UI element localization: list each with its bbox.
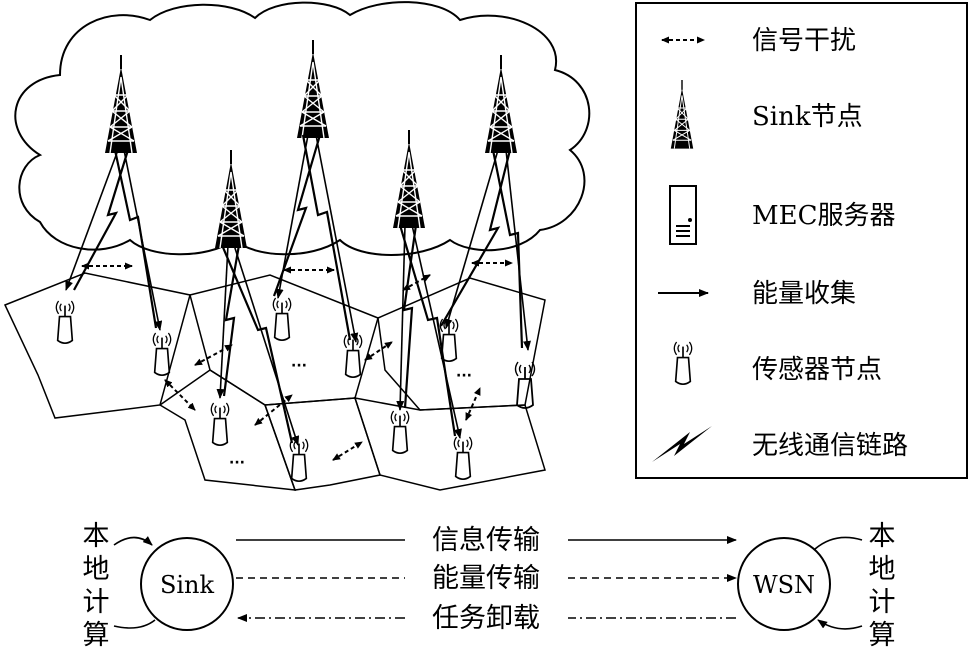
wsn-label: WSN (753, 571, 815, 599)
loop-arrow (814, 536, 863, 550)
legend-item-wireless: 无线通信链路 (652, 426, 908, 462)
legend: 信号干扰 Sink节点 MEC服务器 能量收集 传感器节点 无线通 (635, 2, 968, 479)
sensor-icon (55, 300, 75, 344)
wireless-links (73, 134, 524, 444)
ellipsis: ··· (291, 358, 307, 374)
legend-label: 传感器节点 (752, 355, 882, 385)
legend-item-interference: 信号干扰 (661, 26, 856, 56)
sensor-icon (152, 332, 172, 376)
sensor-icon (289, 438, 309, 482)
legend-label: MEC服务器 (752, 201, 896, 231)
legend-label: 无线通信链路 (752, 431, 908, 461)
wsn-node (737, 537, 831, 631)
local-compute-char: 计 (869, 587, 896, 618)
legend-item-sink: Sink节点 (669, 80, 863, 150)
interference-arrows (81, 259, 513, 461)
loop-arrow (817, 619, 863, 630)
sink-node (140, 537, 234, 631)
sensor-icon (272, 297, 292, 341)
link-label: 信息传输 (432, 525, 540, 556)
local-compute-char: 地 (869, 554, 896, 585)
local-compute-char: 算 (869, 620, 896, 651)
sensor-icon (343, 334, 363, 378)
local-compute-char: 计 (83, 587, 110, 618)
sensor-icon (390, 410, 410, 454)
local-compute-char: 本 (869, 521, 896, 552)
sensor-icon (210, 402, 230, 446)
legend-item-sensor: 传感器节点 (673, 341, 882, 386)
server-icon (669, 185, 697, 245)
sensor-icon (453, 436, 473, 480)
link-label: 能量传输 (432, 563, 540, 594)
local-compute-char: 地 (83, 554, 110, 585)
legend-item-energy: 能量收集 (658, 279, 856, 309)
loop-arrow (113, 619, 156, 629)
loop-arrow (113, 536, 153, 546)
sink-label: Sink (160, 571, 215, 599)
flow-diagram: Sink WSN 本 地 计 算 本 地 计 算 信息传输 能量传输 任务卸载 (83, 521, 896, 651)
ellipsis: ··· (229, 455, 245, 471)
local-compute-char: 本 (83, 521, 110, 552)
lightning-icon (652, 426, 712, 462)
legend-label: Sink节点 (752, 102, 863, 132)
legend-label: 信号干扰 (752, 26, 856, 56)
hex-grid (3, 272, 546, 491)
ellipsis: ··· (456, 368, 472, 384)
legend-item-server: MEC服务器 (669, 185, 896, 245)
legend-label: 能量收集 (752, 279, 856, 309)
link-label: 任务卸载 (432, 603, 540, 634)
local-compute-char: 算 (83, 620, 110, 651)
